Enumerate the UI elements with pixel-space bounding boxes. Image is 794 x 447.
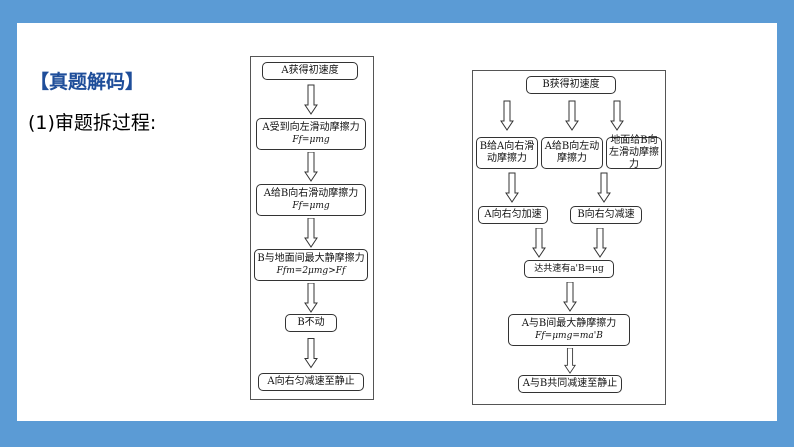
left-step-5: B不动: [285, 314, 337, 332]
left-step-4-formula: Ffm=2μmg>Ff: [276, 266, 346, 276]
right-final: A与B共同减速至静止: [518, 375, 622, 393]
right-branch-2-text: A给B向左动摩擦力: [544, 141, 600, 164]
section-subheading: (1)审题拆过程:: [28, 112, 157, 134]
right-common-speed: 达共速有a'B=μg: [524, 260, 614, 278]
left-step-3-text: A给B向右滑动摩擦力: [263, 188, 359, 199]
left-step-2-formula: Ff=μmg: [292, 135, 330, 145]
right-flowchart-panel: [472, 70, 666, 405]
right-top-text: B获得初速度: [542, 79, 600, 90]
right-branch-1: B给A向右滑动摩擦力: [476, 137, 538, 169]
left-step-4-text: B与地面间最大静摩擦力: [257, 253, 365, 264]
left-step-1: A获得初速度: [262, 62, 358, 80]
left-step-6-text: A向右匀减速至静止: [267, 376, 355, 387]
left-step-3-formula: Ff=μmg: [292, 201, 330, 211]
left-step-3: A给B向右滑动摩擦力 Ff=μmg: [256, 184, 366, 216]
right-b-result: B向右匀减速: [570, 206, 642, 224]
right-top: B获得初速度: [526, 76, 616, 94]
right-branch-3: 地面给B向左滑动摩擦力: [606, 135, 662, 170]
left-step-6: A向右匀减速至静止: [258, 373, 364, 391]
left-flowchart-panel: [250, 56, 374, 400]
right-branch-2: A给B向左动摩擦力: [541, 137, 603, 169]
section-heading: 【真题解码】: [30, 71, 145, 93]
right-branch-1-text: B给A向右滑动摩擦力: [479, 141, 535, 164]
right-max-static-formula: Ff=μmg=ma'B: [535, 331, 603, 341]
left-step-2: A受到向左滑动摩擦力 Ff=μmg: [256, 118, 366, 150]
right-final-text: A与B共同减速至静止: [522, 378, 618, 389]
left-step-1-text: A获得初速度: [281, 65, 339, 76]
right-branch-3-text: 地面给B向左滑动摩擦力: [609, 135, 659, 170]
right-a-result: A向右匀加速: [478, 206, 548, 224]
left-step-2-text: A受到向左滑动摩擦力: [262, 122, 360, 133]
right-b-result-text: B向右匀减速: [577, 209, 635, 220]
right-max-static-text: A与B间最大静摩擦力: [521, 318, 617, 329]
right-a-result-text: A向右匀加速: [484, 209, 542, 220]
left-step-4: B与地面间最大静摩擦力 Ffm=2μmg>Ff: [254, 249, 368, 281]
right-common-speed-text: 达共速有a'B=μg: [534, 264, 604, 274]
left-step-5-text: B不动: [297, 317, 325, 328]
right-max-static: A与B间最大静摩擦力 Ff=μmg=ma'B: [508, 314, 630, 346]
